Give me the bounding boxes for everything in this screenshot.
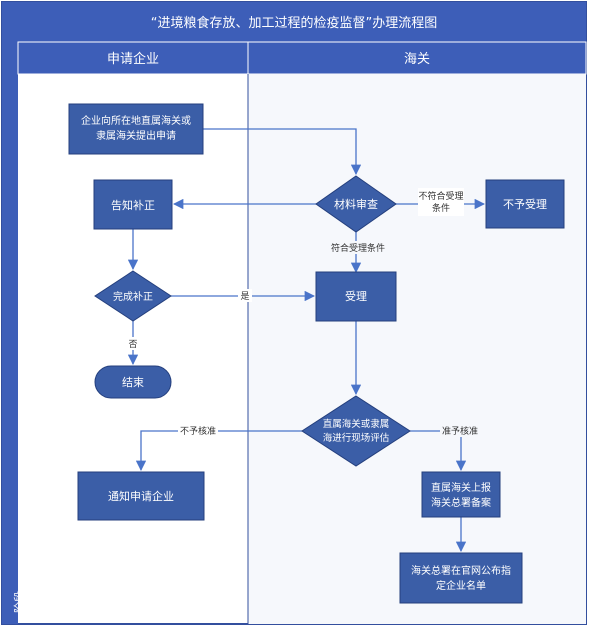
node-supplement-label: 告知补正: [111, 198, 155, 212]
node-publish-label-line1: 海关总署在官网公布指: [411, 564, 511, 577]
node-publish-list: [399, 552, 523, 604]
edge-label-bg: [330, 241, 390, 254]
node-submit-label-line2: 隶属海关提出申请: [96, 129, 176, 142]
lane-header-customs: [247, 41, 587, 75]
stage-column: [2, 42, 18, 624]
node-notify-label: 通知申请企业: [108, 489, 174, 503]
nodes: 企业向所在地直属海关或 隶属海关提出申请 材料审查 不予受理 告知补正 完成补正…: [68, 103, 565, 604]
node-accept-label: 受理: [345, 290, 367, 303]
edge-label-bg: [238, 289, 252, 302]
diagram-title: “进境粮食存放、加工过程的检疫监督”办理流程图: [151, 15, 437, 31]
node-submit-application: [68, 103, 204, 155]
edge-label-yes: 是: [240, 291, 249, 302]
edge-submit-review: [203, 128, 362, 176]
lane-label-customs: 海关: [404, 52, 430, 67]
edge-label-not-conform-line1: 不符合受理: [418, 190, 463, 202]
edge-label-no: 否: [128, 339, 137, 350]
node-onsite-assessment: [301, 395, 411, 467]
lane-header-applicant: [17, 41, 249, 75]
node-material-review: [315, 175, 397, 233]
edge-labels: 不符合受理 条件 符合受理条件 是 否 不予核准 准予核准: [126, 188, 480, 437]
edge-label-bg: [126, 337, 140, 350]
lane-body-customs: [248, 74, 586, 624]
node-complete-label: 完成补正: [113, 290, 153, 303]
node-report-filing: [421, 471, 501, 518]
edge-label-approve: 准予核准: [442, 425, 478, 437]
node-accepted: [315, 271, 397, 322]
node-notify-applicant: [77, 471, 205, 521]
edge-label-conform: 符合受理条件: [331, 242, 385, 254]
node-submit-label-line1: 企业向所在地直属海关或: [81, 114, 191, 127]
node-assess-label-line2: 海进行现场评估: [323, 432, 390, 444]
node-report-label-line1: 直属海关上报: [431, 481, 491, 494]
node-complete-supplement: [94, 270, 172, 322]
edge-label-not-approve: 不予核准: [180, 425, 216, 437]
edge-label-not-conform-line2: 条件: [432, 202, 450, 214]
node-end: [94, 365, 172, 399]
edge-label-bg: [440, 424, 480, 437]
node-publish-label-line2: 定企业名单: [436, 579, 486, 592]
node-report-label-line2: 海关总署备案: [431, 496, 491, 509]
title-bar: [2, 2, 586, 42]
node-not-accepted: [485, 179, 565, 229]
stage-label: 阶段: [12, 591, 26, 613]
node-notify-supplement: [93, 179, 173, 230]
node-reject-label: 不予受理: [503, 198, 547, 211]
lane-label-applicant: 申请企业: [107, 51, 159, 67]
edge-assess-notify: [135, 430, 302, 472]
edge-label-bg: [178, 424, 218, 437]
edge-label-bg: [418, 188, 464, 216]
node-end-label: 结束: [122, 376, 144, 389]
node-assess-label-line1: 直属海关或隶属: [323, 418, 390, 430]
node-review-label: 材料审查: [334, 197, 378, 211]
